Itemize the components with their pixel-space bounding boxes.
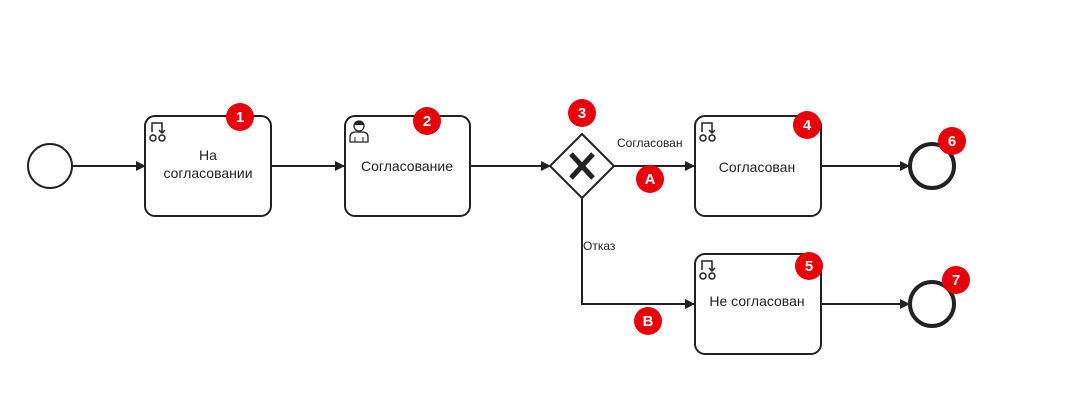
flow-label-approved: Согласован [617,136,682,150]
start-event[interactable] [27,143,73,189]
badge-a: A [636,165,664,193]
badge-b: B [634,307,662,335]
svg-text:4: 4 [803,117,812,134]
svg-text:1: 1 [236,109,244,126]
task-na-soglasovanii[interactable]: На согласовании [144,115,272,217]
svg-text:6: 6 [948,133,956,150]
task5-label: Не согласован [709,293,804,309]
script-task-icon [149,122,166,142]
svg-text:2: 2 [423,113,431,130]
badge-3: 3 [568,99,596,127]
badge-1: 1 [226,103,254,131]
script-task-icon [699,260,716,280]
badge-5: 5 [795,252,823,280]
svg-text:7: 7 [952,272,960,289]
svg-text:B: B [643,313,654,330]
end-event-approved[interactable] [908,142,956,190]
script-task-icon [699,122,716,142]
task-soglasovan[interactable]: Согласован [694,115,822,217]
svg-text:A: A [645,171,656,188]
task4-label: Согласован [719,159,795,175]
svg-text:3: 3 [578,105,586,122]
flow-gateway-to-task5[interactable] [581,198,695,309]
badge-7: 7 [942,266,970,294]
task-soglasovanie[interactable]: Согласование [344,115,471,217]
flow-label-rejected: Отказ [583,239,616,253]
svg-text:5: 5 [805,258,813,275]
exclusive-gateway[interactable] [548,132,616,200]
badge-6: 6 [938,127,966,155]
user-task-icon [349,120,369,143]
badge-2: 2 [413,107,441,135]
task1-label-line1: На [199,147,217,163]
exclusive-gateway-x-icon [569,152,595,180]
task-ne-soglasovan[interactable]: Не согласован [694,253,822,355]
end-event-rejected[interactable] [908,280,956,328]
task1-label-line2: согласовании [163,165,252,181]
badge-4: 4 [793,111,821,139]
task2-label: Согласование [361,158,453,174]
